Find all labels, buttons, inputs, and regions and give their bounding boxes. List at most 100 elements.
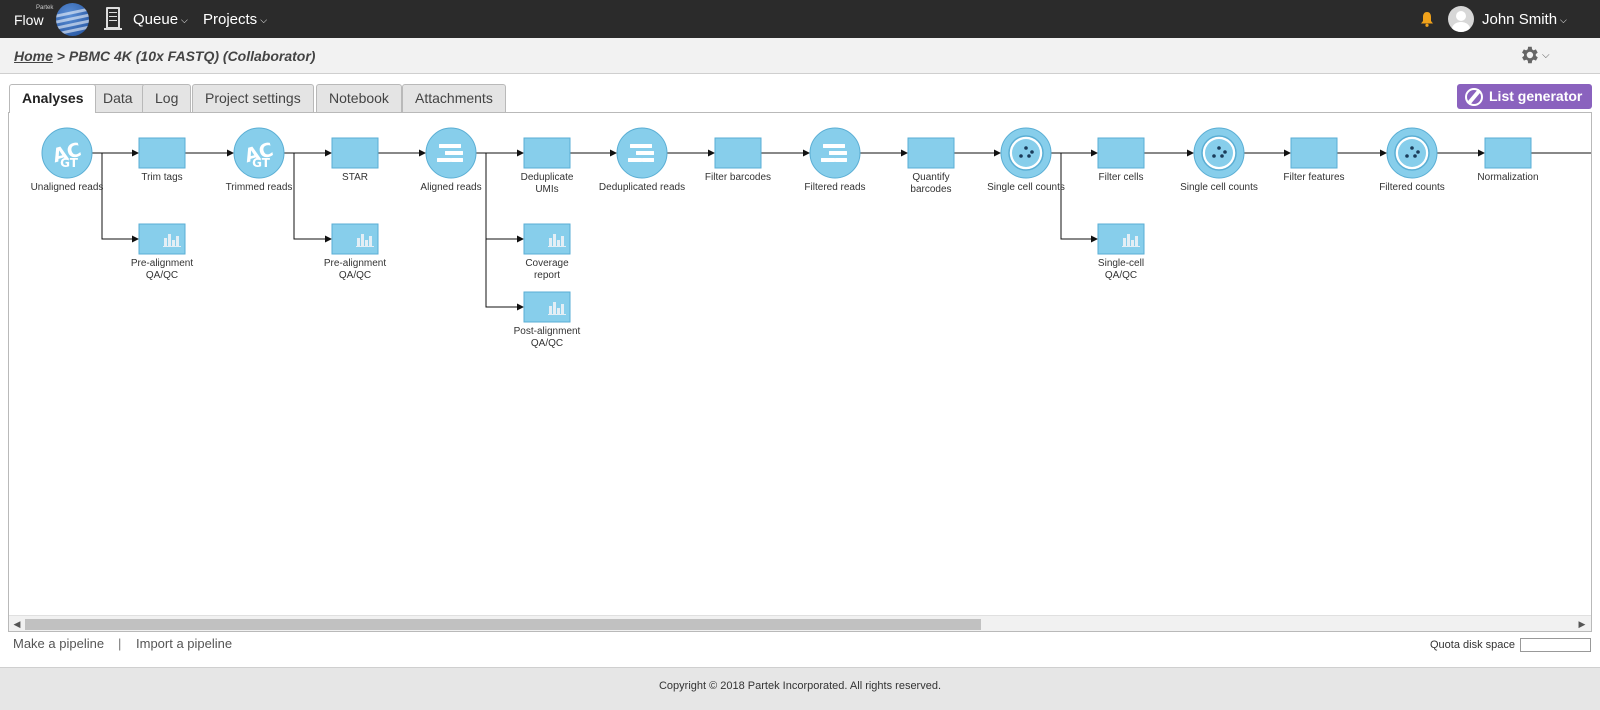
breadcrumb-home-link[interactable]: Home (14, 48, 53, 64)
pipeline-node-data[interactable] (425, 127, 477, 179)
pipeline-node-task[interactable] (523, 137, 571, 169)
pipeline-node-label: Filter features (1283, 172, 1345, 183)
horizontal-scrollbar[interactable]: ◀ ▶ (9, 615, 1591, 631)
footer: Copyright © 2018 Partek Incorporated. Al… (0, 667, 1600, 710)
svg-text:GT: GT (252, 156, 271, 170)
user-avatar-icon[interactable] (1448, 6, 1474, 32)
nav-projects-label: Projects (203, 11, 258, 28)
list-generator-label: List generator (1489, 88, 1583, 104)
pipeline-node-task[interactable] (907, 137, 955, 169)
pipeline-node-label: Deduplicate UMIs (520, 172, 574, 195)
tab-notebook[interactable]: Notebook (316, 84, 402, 112)
bar-chart-icon (548, 234, 566, 247)
pipeline-node-label: Trim tags (141, 172, 183, 183)
user-menu[interactable]: John Smith⌵ (1482, 11, 1567, 28)
nav-projects[interactable]: Projects⌵ (203, 11, 267, 28)
gear-icon[interactable] (1518, 44, 1540, 66)
pipeline-node-data[interactable] (1000, 127, 1052, 179)
breadcrumb-current: PBMC 4K (10x FASTQ) (Collaborator) (68, 48, 316, 64)
scroll-left-icon[interactable]: ◀ (13, 619, 21, 629)
pill-icon (1465, 88, 1483, 106)
pipeline-node-data[interactable] (1193, 127, 1245, 179)
pipeline-node-data[interactable] (809, 127, 861, 179)
quota-disk-space-bar (1520, 638, 1591, 652)
chevron-down-icon: ⌵ (181, 14, 188, 25)
pipeline-node-label: Post-alignment QA/QC (513, 326, 581, 349)
pipeline-node-label: Normalization (1477, 172, 1539, 183)
pipeline-node-label: Unaligned reads (30, 182, 104, 193)
pipeline-node-label: STAR (342, 172, 368, 183)
tab-project-settings[interactable]: Project settings (192, 84, 314, 112)
bar-chart-icon (548, 302, 566, 315)
import-pipeline-link[interactable]: Import a pipeline (136, 636, 233, 651)
pipeline-node-label: Aligned reads (420, 182, 482, 193)
alignment-icon (628, 144, 654, 162)
pipeline-node-report[interactable] (1097, 223, 1145, 255)
pipeline-node-task[interactable] (1290, 137, 1338, 169)
chevron-down-icon: ⌵ (260, 14, 268, 25)
logo-brand-small: Partek (36, 5, 54, 11)
scrollbar-thumb[interactable] (25, 619, 981, 630)
server-icon[interactable] (104, 7, 122, 30)
svg-text:GT: GT (60, 156, 79, 170)
breadcrumb: Home > PBMC 4K (10x FASTQ) (Collaborator… (14, 48, 315, 64)
chevron-down-icon: ⌵ (1560, 14, 1567, 25)
pipeline-node-label: Quantify barcodes (910, 172, 952, 195)
tab-data[interactable]: Data (90, 84, 146, 112)
copyright-text: Copyright © 2018 Partek Incorporated. Al… (658, 680, 942, 692)
pipeline-edge (476, 152, 524, 243)
pipeline-node-report[interactable] (138, 223, 186, 255)
pipeline-node-label: Single cell counts (987, 182, 1065, 193)
single-cell-icon (1201, 135, 1237, 171)
pipeline-node-data[interactable] (1386, 127, 1438, 179)
nav-queue[interactable]: Queue⌵ (133, 11, 188, 28)
tab-log[interactable]: Log (142, 84, 192, 112)
nav-queue-label: Queue (133, 11, 179, 28)
pipeline-node-label: Coverage report (525, 258, 569, 281)
link-separator: | (118, 636, 122, 651)
pipeline-node-report[interactable] (523, 291, 571, 323)
make-pipeline-link[interactable]: Make a pipeline (13, 636, 105, 651)
pipeline-edge (1051, 152, 1098, 243)
chevron-down-icon[interactable]: ⌵ (1542, 50, 1550, 61)
pipeline-edge (92, 152, 139, 243)
logo-text: Flow (14, 12, 44, 28)
top-navbar: Partek Flow Queue⌵ Projects⌵ John Smith⌵ (0, 0, 1600, 38)
pipeline-node-label: Filtered counts (1379, 182, 1445, 193)
bell-icon[interactable] (1420, 11, 1434, 27)
list-generator-button[interactable]: List generator (1457, 84, 1592, 109)
single-cell-icon (1394, 135, 1430, 171)
quota-disk-space-label: Quota disk space (1430, 639, 1515, 651)
tab-analyses[interactable]: Analyses (9, 84, 97, 113)
pipeline-node-data[interactable] (616, 127, 668, 179)
partek-flow-logo[interactable]: Partek Flow (14, 3, 90, 36)
pipeline-node-label: Filter cells (1098, 172, 1144, 183)
single-cell-icon (1008, 135, 1044, 171)
pipeline-node-report[interactable] (523, 223, 571, 255)
pipeline-node-report[interactable] (331, 223, 379, 255)
pipeline-node-label: Single-cell QA/QC (1097, 258, 1145, 281)
globe-logo-icon (56, 3, 89, 36)
pipeline-node-task[interactable] (1097, 137, 1145, 169)
pipeline-node-task[interactable] (714, 137, 762, 169)
alignment-icon (821, 144, 847, 162)
pipeline-node-label: Pre-alignment QA/QC (323, 258, 387, 281)
pipeline-node-task[interactable] (1484, 137, 1532, 169)
bar-chart-icon (356, 234, 374, 247)
pipeline-edge (284, 152, 332, 243)
pipeline-edge (476, 152, 524, 311)
pipeline-node-task[interactable] (331, 137, 379, 169)
pipeline-node-task[interactable] (138, 137, 186, 169)
scroll-right-icon[interactable]: ▶ (1578, 619, 1586, 629)
pipeline-node-label: Filtered reads (804, 182, 866, 193)
tab-attachments[interactable]: Attachments (402, 84, 506, 112)
breadcrumb-bar: Home > PBMC 4K (10x FASTQ) (Collaborator… (0, 38, 1600, 74)
user-name: John Smith (1482, 11, 1558, 28)
bar-chart-icon (1122, 234, 1140, 247)
pipeline-node-label: Deduplicated reads (598, 182, 686, 193)
pipeline-node-label: Trimmed reads (225, 182, 293, 193)
